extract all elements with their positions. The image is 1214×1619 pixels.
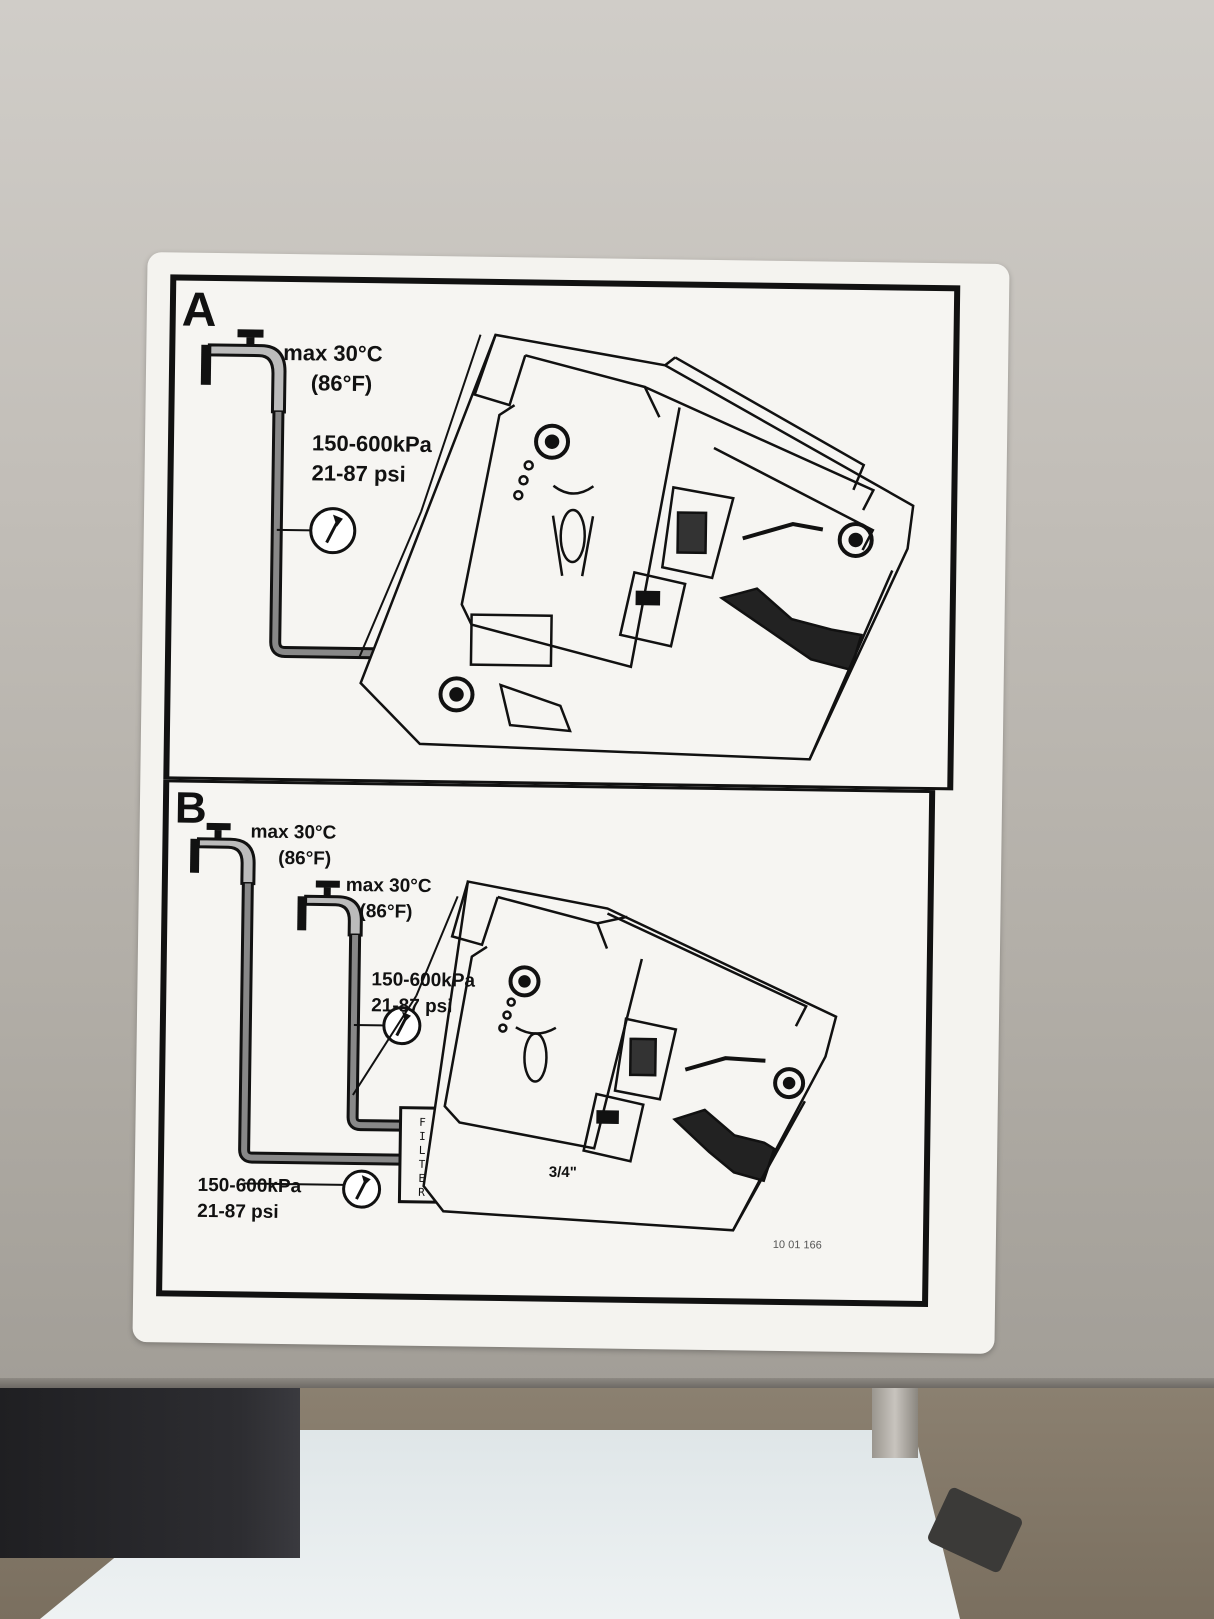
filter-label: FILTER bbox=[415, 1116, 428, 1200]
installation-label: A bbox=[132, 252, 1009, 1354]
pressure-gauge-icon bbox=[310, 508, 355, 553]
panel-b-tap2-temperature-c: max 30°C bbox=[346, 875, 432, 898]
water-tap-icon bbox=[190, 823, 255, 884]
panel-a-pressure-kpa: 150-600kPa bbox=[312, 430, 432, 457]
panel-a-temperature-c: max 30°C bbox=[283, 340, 383, 367]
pressure-gauge-icon bbox=[343, 1171, 379, 1207]
panel-b-upper-pressure-psi: 21-87 psi bbox=[371, 995, 453, 1018]
steel-leg bbox=[872, 1388, 918, 1458]
panel-b-lower-pressure-psi: 21-87 psi bbox=[197, 1201, 279, 1224]
panel-a-temperature-f: (86°F) bbox=[311, 370, 373, 396]
panel-b-tap1-temperature-f: (86°F) bbox=[278, 848, 331, 871]
panel-a: A bbox=[163, 274, 960, 790]
panel-b-fitting-size: 3/4" bbox=[549, 1164, 577, 1182]
panel-b: B bbox=[156, 779, 935, 1307]
panel-b-part-code: 10 01 166 bbox=[773, 1239, 822, 1252]
panel-b-upper-pressure-kpa: 150-600kPa bbox=[371, 969, 475, 992]
panel-bottom-edge bbox=[0, 1378, 1214, 1388]
panel-b-tap2-temperature-f: (86°F) bbox=[359, 901, 412, 924]
machine-illustration bbox=[360, 333, 916, 761]
machine-illustration bbox=[423, 881, 838, 1232]
panel-a-pressure-psi: 21-87 psi bbox=[311, 460, 406, 487]
panel-b-tap1-temperature-c: max 30°C bbox=[250, 822, 336, 845]
water-tap-icon bbox=[200, 329, 285, 412]
panel-b-lower-pressure-kpa: 150-600kPa bbox=[197, 1175, 301, 1198]
dark-base bbox=[0, 1388, 300, 1558]
